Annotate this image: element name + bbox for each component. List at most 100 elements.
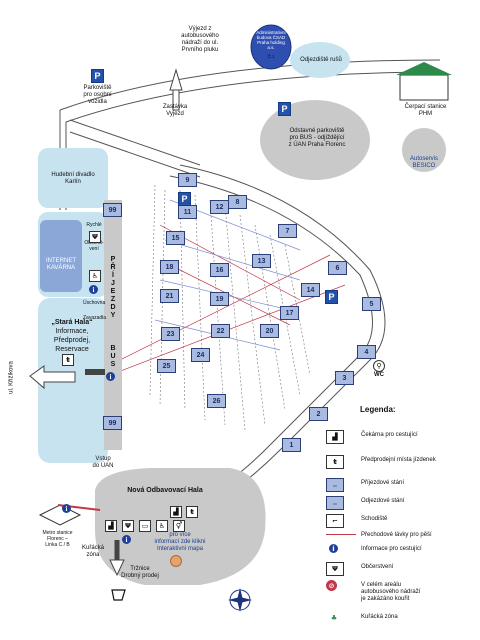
prijezd-r: Ř — [110, 264, 116, 271]
legend-row-arrival: ▭ Příjezdové stání — [326, 478, 476, 492]
bus-park-label: Odstavné parkoviště pro BUS - odjíždějíc… — [272, 128, 362, 149]
bay-4[interactable]: 4 — [357, 345, 376, 359]
new-hall-ticket-icon: ŧ — [186, 506, 198, 518]
luggage-line-1: Úschovna — [83, 300, 106, 306]
exit-arrow — [169, 68, 183, 91]
bay-18[interactable]: 18 — [160, 260, 179, 274]
bus-vertical: B U S — [108, 345, 118, 369]
legend-row-waiting: ▟ Čekárna pro cestující — [326, 430, 476, 444]
bay-6[interactable]: 6 — [328, 261, 347, 275]
fuel-label: Čerpací stanice PHM — [398, 104, 453, 118]
new-hall-info[interactable]: pro více informací zde klikni Interaktiv… — [140, 532, 220, 553]
legend-nosmoke-line-1: V celém areálu — [361, 582, 402, 588]
bay-12[interactable]: 12 — [210, 200, 229, 214]
bay-5[interactable]: 5 — [362, 297, 381, 311]
bay-9[interactable]: 9 — [178, 173, 197, 187]
old-hall-label[interactable]: „Stará Hala“ Informace, Předprodej, Rese… — [40, 318, 104, 354]
legend-row-smoke: ♣ Kuřácká zóna — [326, 612, 476, 626]
legend-waiting-icon: ▟ — [326, 430, 344, 444]
info-icon-metro[interactable]: i — [62, 504, 71, 513]
bay-16[interactable]: 16 — [210, 263, 229, 277]
bay-22[interactable]: 22 — [211, 324, 230, 338]
bay-26[interactable]: 26 — [207, 394, 226, 408]
bay-2[interactable]: 2 — [309, 407, 328, 421]
bus-b: B — [110, 345, 116, 352]
market-label: Tržnice Drobný prodej — [110, 566, 170, 580]
new-hall-info-3: Interaktivní mapa — [156, 546, 204, 552]
service-line-2: BESICO — [412, 163, 436, 169]
new-hall-info-icon[interactable]: i — [122, 535, 131, 544]
prijezd-i: Í — [112, 272, 114, 279]
legend-nosmoke-line-3: je zakázáno kouřit — [361, 596, 410, 602]
smoking-line-2: zóna — [86, 552, 100, 558]
entrance-line-2: do ÚAN — [92, 463, 114, 469]
old-hall-title: „Stará Hala“ — [51, 319, 93, 326]
bus-parking-area — [260, 100, 370, 180]
private-parking-line-1: Parkoviště — [83, 85, 112, 91]
market-line-1: Tržnice — [130, 566, 150, 572]
interactive-map-button[interactable] — [170, 555, 182, 567]
admin-label[interactable]: Administrativní budova ČSAD Praha holdin… — [251, 30, 291, 59]
bay-11[interactable]: 11 — [178, 205, 197, 219]
new-hall-title[interactable]: Nová Odbavovací Hala — [127, 487, 203, 494]
new-hall-accessible-icon: ♿ — [156, 520, 168, 532]
legend-ticket-text: Předprodejní místa jízdenek — [361, 457, 436, 463]
market-line-2: Drobný prodej — [121, 573, 159, 579]
bay-1[interactable]: 1 — [282, 438, 301, 452]
road-diag-1 — [69, 119, 201, 166]
info-icon[interactable]: i — [89, 285, 98, 294]
legend-row-departure: ▭ Odjezdové stání — [326, 496, 476, 510]
parking-stand-icon: P — [178, 192, 191, 206]
legend-bridge-icon — [326, 534, 356, 535]
bay-23[interactable]: 23 — [161, 327, 180, 341]
bay-24[interactable]: 24 — [191, 348, 210, 362]
road-north-lower — [65, 71, 441, 123]
road-north-upper — [59, 59, 441, 111]
food-icon: Ψ — [89, 231, 101, 243]
new-hall-seat-icon: ▟ — [105, 520, 117, 532]
quick-food-label: Rychlé Občerst- vení — [83, 222, 105, 252]
bay-25[interactable]: 25 — [157, 359, 176, 373]
theatre-area — [38, 148, 108, 208]
new-hall-food-icon: Ψ — [122, 520, 134, 532]
new-hall-wait-icon: ▟ — [170, 506, 182, 518]
admin-line-2: budova ČSAD — [256, 35, 286, 40]
fuel-roof — [396, 62, 452, 75]
bay-13[interactable]: 13 — [252, 254, 271, 268]
luggage-line-2: Zavazadla — [83, 315, 107, 321]
info-icon-strip[interactable]: i — [106, 372, 115, 381]
admin-line-1: Administrativní — [256, 30, 286, 35]
metro-label[interactable]: Metro stanice Florenc – Linka C / B — [30, 530, 85, 548]
admin-building — [250, 24, 292, 70]
bay-17[interactable]: 17 — [280, 306, 299, 320]
quick-food-line-2: Občerst- — [84, 240, 104, 246]
internet-cafe-area — [40, 220, 82, 292]
exit-line-3: nádraží do ul. — [181, 40, 219, 46]
bay-8[interactable]: 8 — [228, 195, 247, 209]
arrivals-vertical: P Ř Í J E Z D Y — [108, 256, 118, 320]
legend-row-food: Ψ Občerstvení — [326, 562, 476, 576]
cafe-line-1: INTERNET — [46, 258, 76, 264]
service-label: Autoservis BESICO — [402, 156, 446, 170]
bay-14[interactable]: 14 — [301, 283, 320, 297]
legend-food-text: Občerstvení — [361, 564, 394, 570]
bay-3[interactable]: 3 — [335, 371, 354, 385]
bay-7[interactable]: 7 — [278, 224, 297, 238]
bay-99-top[interactable]: 99 — [103, 203, 122, 217]
cart-icon — [111, 589, 126, 601]
krizikova-arrow — [29, 365, 76, 390]
legend-departure-text: Odjezdové stání — [361, 498, 405, 504]
bay-15[interactable]: 15 — [166, 231, 185, 245]
arrival-strip — [104, 200, 122, 450]
dispatch-area — [290, 42, 350, 78]
bay-20[interactable]: 20 — [260, 324, 279, 338]
bay-19[interactable]: 19 — [210, 292, 229, 306]
market-arrow — [109, 559, 125, 577]
cafe-label[interactable]: INTERNET KAVÁRNA — [42, 258, 80, 272]
old-hall-line-3: Reservace — [55, 346, 89, 353]
prijezd-j: J — [111, 280, 115, 287]
smoking-zone-label: Kuřácká zóna — [78, 545, 108, 559]
metro-line-3: Linka C / B — [45, 542, 70, 548]
bay-21[interactable]: 21 — [160, 289, 179, 303]
bay-99-bottom[interactable]: 99 — [103, 416, 122, 430]
